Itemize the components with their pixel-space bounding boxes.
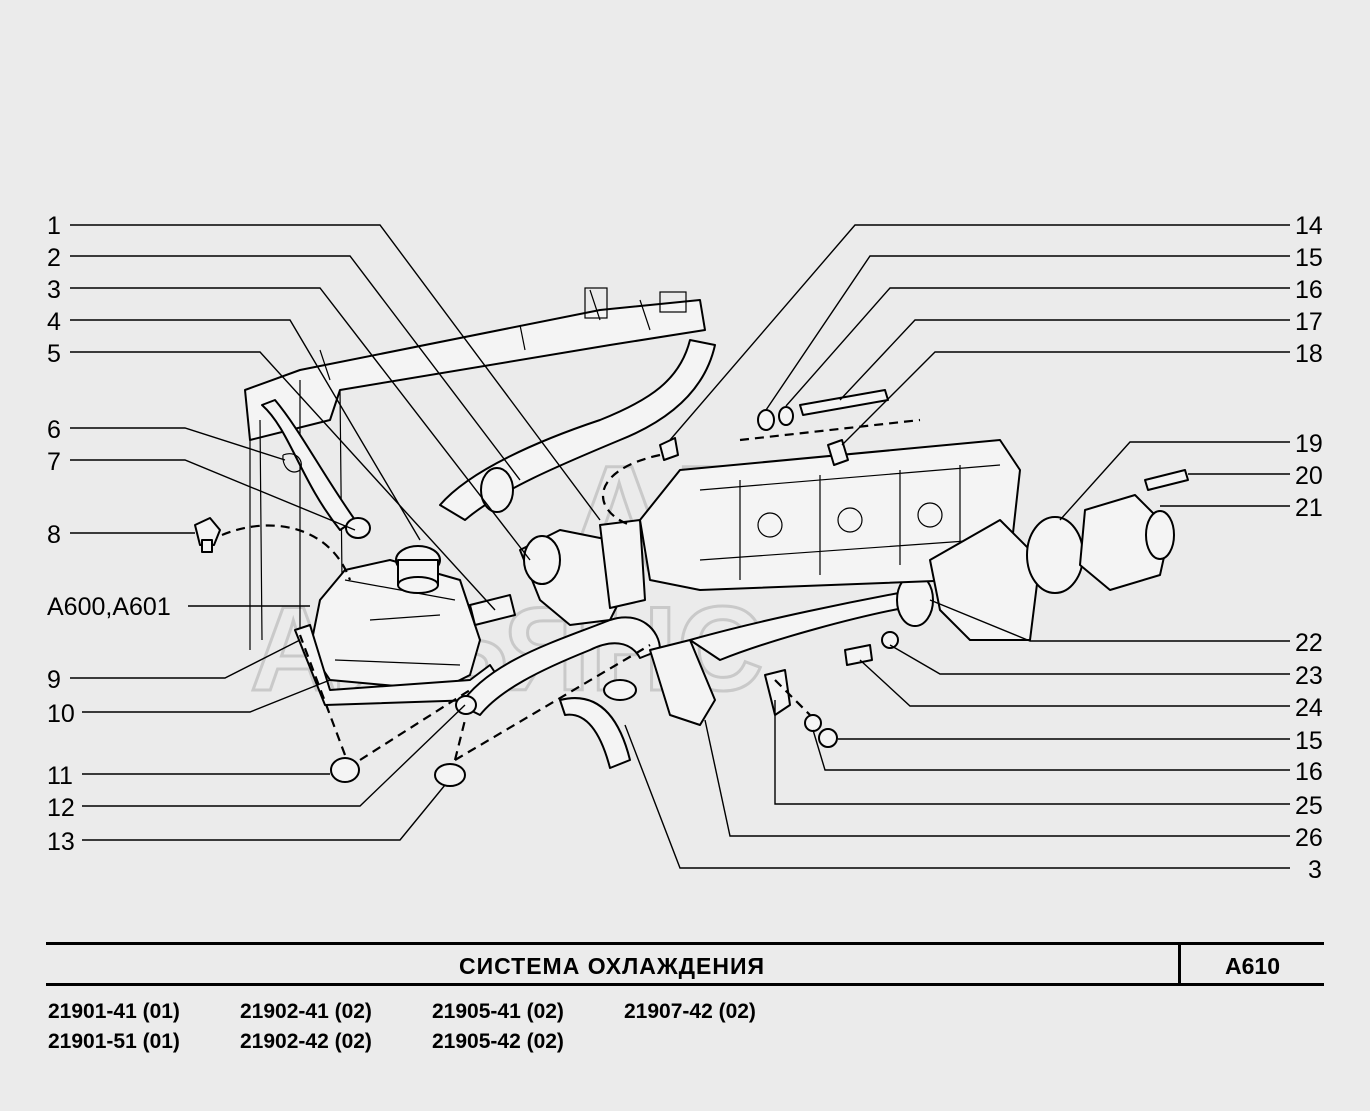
callout-16: 16 (1295, 276, 1323, 304)
callout-19: 19 (1295, 430, 1323, 458)
callout-25: 25 (1295, 792, 1323, 820)
callout-13: 13 (47, 828, 75, 856)
title-divider (1178, 942, 1181, 986)
callout-24: 24 (1295, 694, 1323, 722)
callout-8: 8 (47, 521, 61, 549)
nut-11 (330, 757, 360, 783)
callout-3b: 3 (1308, 856, 1322, 884)
model-code: 21905-42 (02) (432, 1030, 564, 1053)
callout-10: 10 (47, 700, 75, 728)
callout-3: 3 (47, 276, 61, 304)
model-code: 21901-41 (01) (48, 1000, 180, 1023)
callout-1: 1 (47, 212, 61, 240)
leaders-left (70, 224, 601, 841)
callout-15: 15 (1295, 244, 1323, 272)
callout-2: 2 (47, 244, 61, 272)
callout-5: 5 (47, 340, 61, 368)
callout-4: 4 (47, 308, 61, 336)
water-pump (1026, 469, 1189, 594)
callout-26: 26 (1295, 824, 1323, 852)
callout-6: 6 (47, 416, 61, 444)
expansion-tank (294, 545, 501, 706)
callout-11: 11 (47, 762, 73, 790)
sheet-code: А610 (1225, 953, 1280, 979)
model-code: 21902-41 (02) (240, 1000, 372, 1023)
callouts-right: 14 15 16 17 18 19 20 21 22 23 24 15 16 2… (1295, 212, 1323, 884)
hose-clamp (480, 467, 514, 513)
leaders-right (624, 224, 1290, 869)
callouts-left: 1 2 3 4 5 6 7 8 A600,A601 9 10 11 12 13 (47, 212, 171, 856)
model-code: 21901-51 (01) (48, 1030, 180, 1053)
callout-7: 7 (47, 448, 61, 476)
model-code: 21905-41 (02) (432, 1000, 564, 1023)
model-list: 21901-41 (01) 21901-51 (01) 21902-41 (02… (48, 1000, 848, 1064)
bolt-8 (194, 517, 221, 553)
callout-14: 14 (1295, 212, 1323, 240)
model-code: 21902-42 (02) (240, 1030, 372, 1053)
title-bar: СИСТЕМА ОХЛАЖДЕНИЯ А610 (46, 942, 1324, 986)
callout-12: 12 (47, 794, 75, 822)
callout-17: 17 (1295, 308, 1323, 336)
callout-9: 9 (47, 666, 61, 694)
page-title: СИСТЕМА ОХЛАЖДЕНИЯ (458, 953, 766, 979)
callout-18: 18 (1295, 340, 1323, 368)
callout-a600-a601: A600,A601 (47, 593, 171, 621)
callout-23: 23 (1295, 662, 1323, 690)
cooling-system-diagram: АВТО АЛЬЯНС (47, 212, 1323, 884)
callout-16b: 16 (1295, 758, 1323, 786)
radiator-frame (244, 287, 706, 650)
callout-21: 21 (1295, 494, 1323, 522)
callout-22: 22 (1295, 629, 1323, 657)
callout-20: 20 (1295, 462, 1323, 490)
callout-15b: 15 (1295, 727, 1323, 755)
model-code: 21907-42 (02) (624, 1000, 756, 1023)
thermostat-housing (519, 519, 646, 626)
